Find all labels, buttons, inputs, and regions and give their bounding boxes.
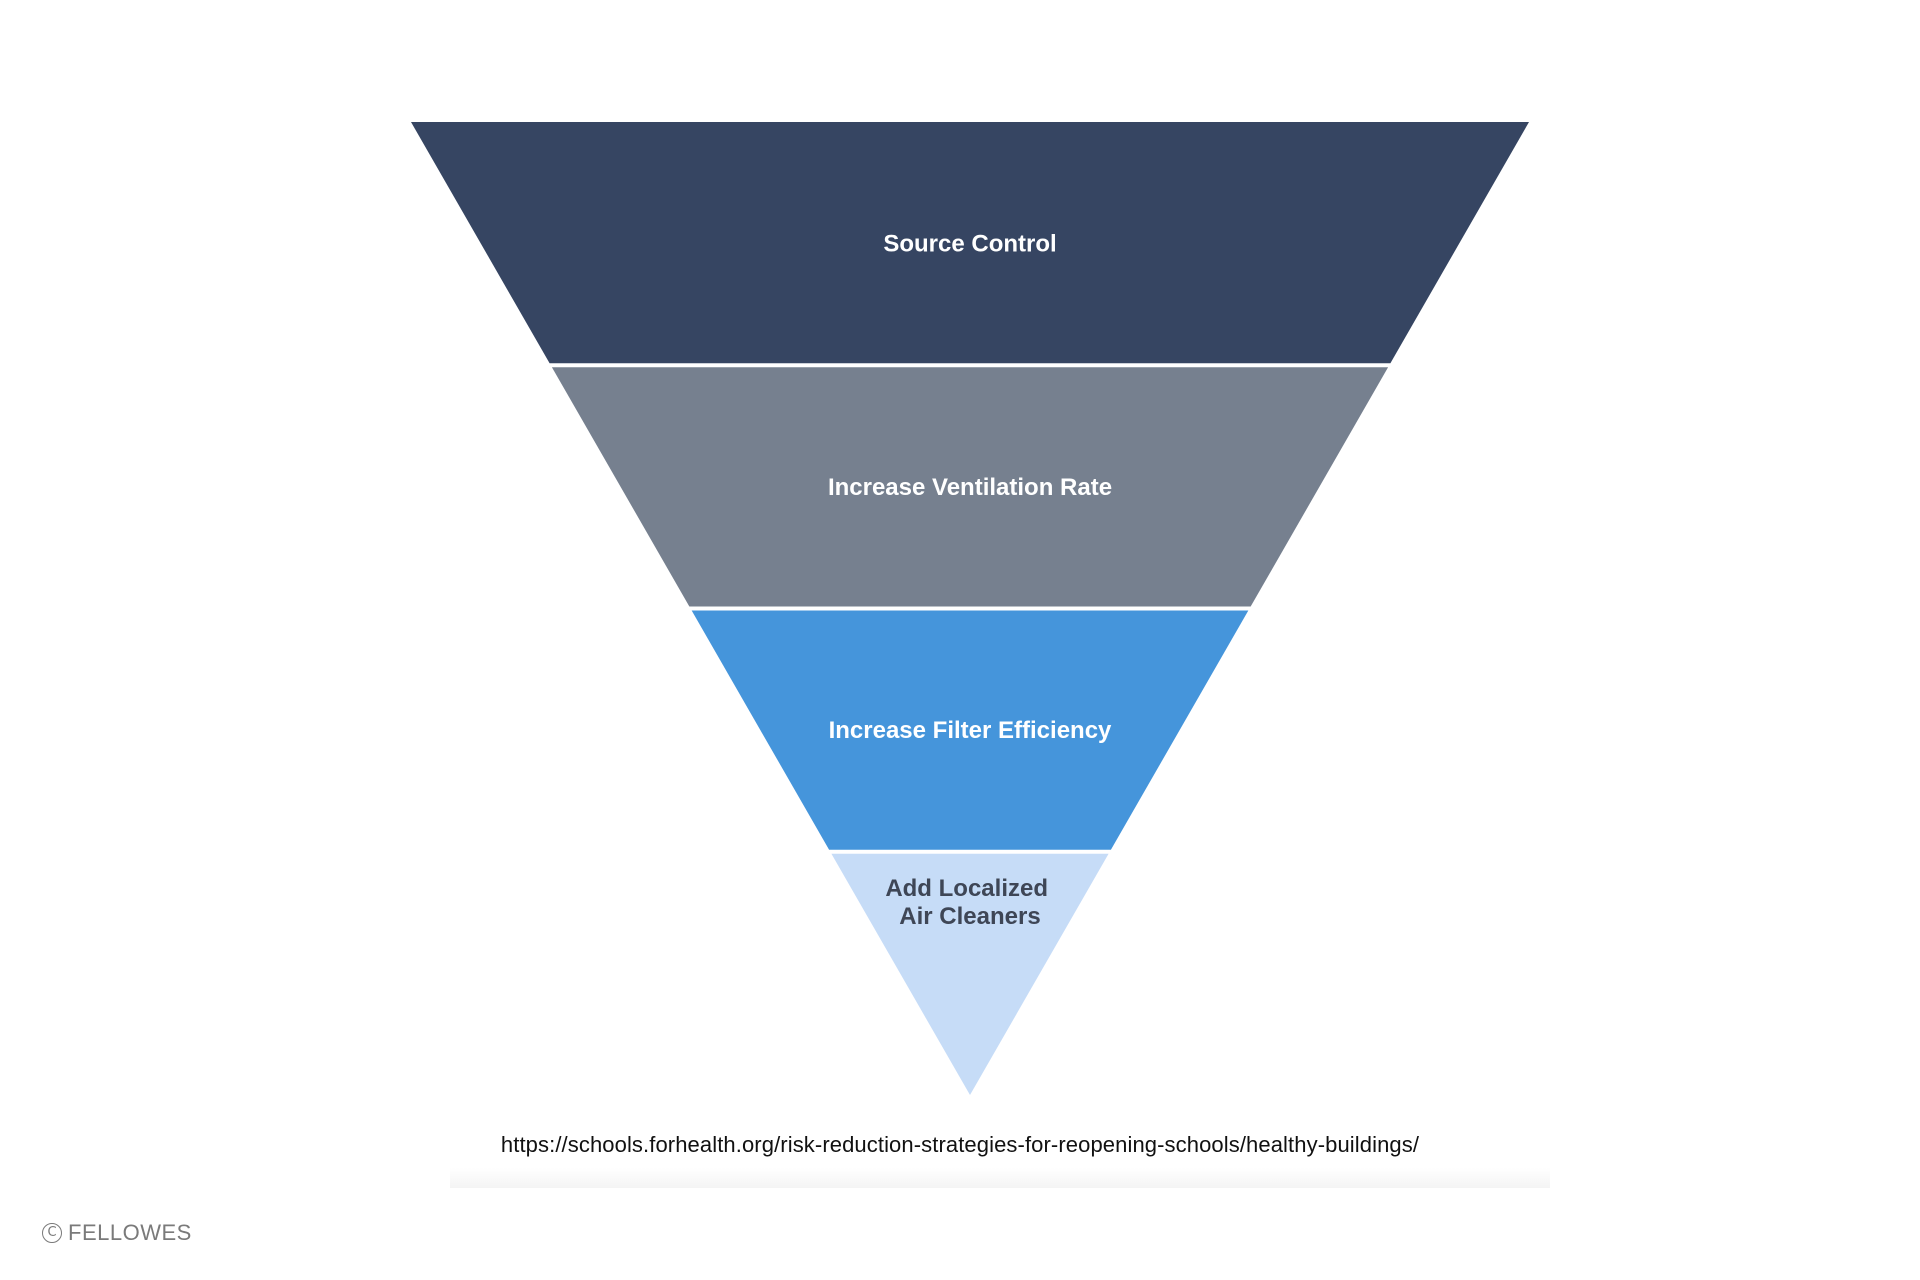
layer-label-line: Increase Ventilation Rate <box>828 474 1112 501</box>
source-url-caption: https://schools.forhealth.org/risk-reduc… <box>500 1132 1420 1157</box>
layer-label-increase-ventilation-rate: Increase Ventilation Rate <box>828 474 1112 501</box>
pyramid-layer-add-localized-air-cleaners <box>831 853 1109 1095</box>
layer-label-add-localized-air-cleaners: Add Localized Air Cleaners <box>885 875 1054 930</box>
pyramid-layer-source-control <box>411 122 1529 364</box>
copyright-icon: C <box>42 1223 62 1243</box>
layer-label-source-control: Source Control <box>883 231 1056 258</box>
copyright-notice: C FELLOWES <box>42 1220 192 1246</box>
pyramid-layer-increase-filter-efficiency <box>691 610 1249 850</box>
layer-label-line: Source Control <box>883 231 1056 258</box>
copyright-brand: FELLOWES <box>68 1220 192 1245</box>
layer-label-line: Add Localized <box>885 875 1048 902</box>
layer-label-line: Increase Filter Efficiency <box>829 717 1112 744</box>
layer-label-line: Air Cleaners <box>899 903 1040 930</box>
layer-label-increase-filter-efficiency: Increase Filter Efficiency <box>829 717 1112 744</box>
caption-shadow-divider <box>450 1168 1550 1188</box>
pyramid-layer-increase-ventilation-rate <box>551 367 1389 607</box>
